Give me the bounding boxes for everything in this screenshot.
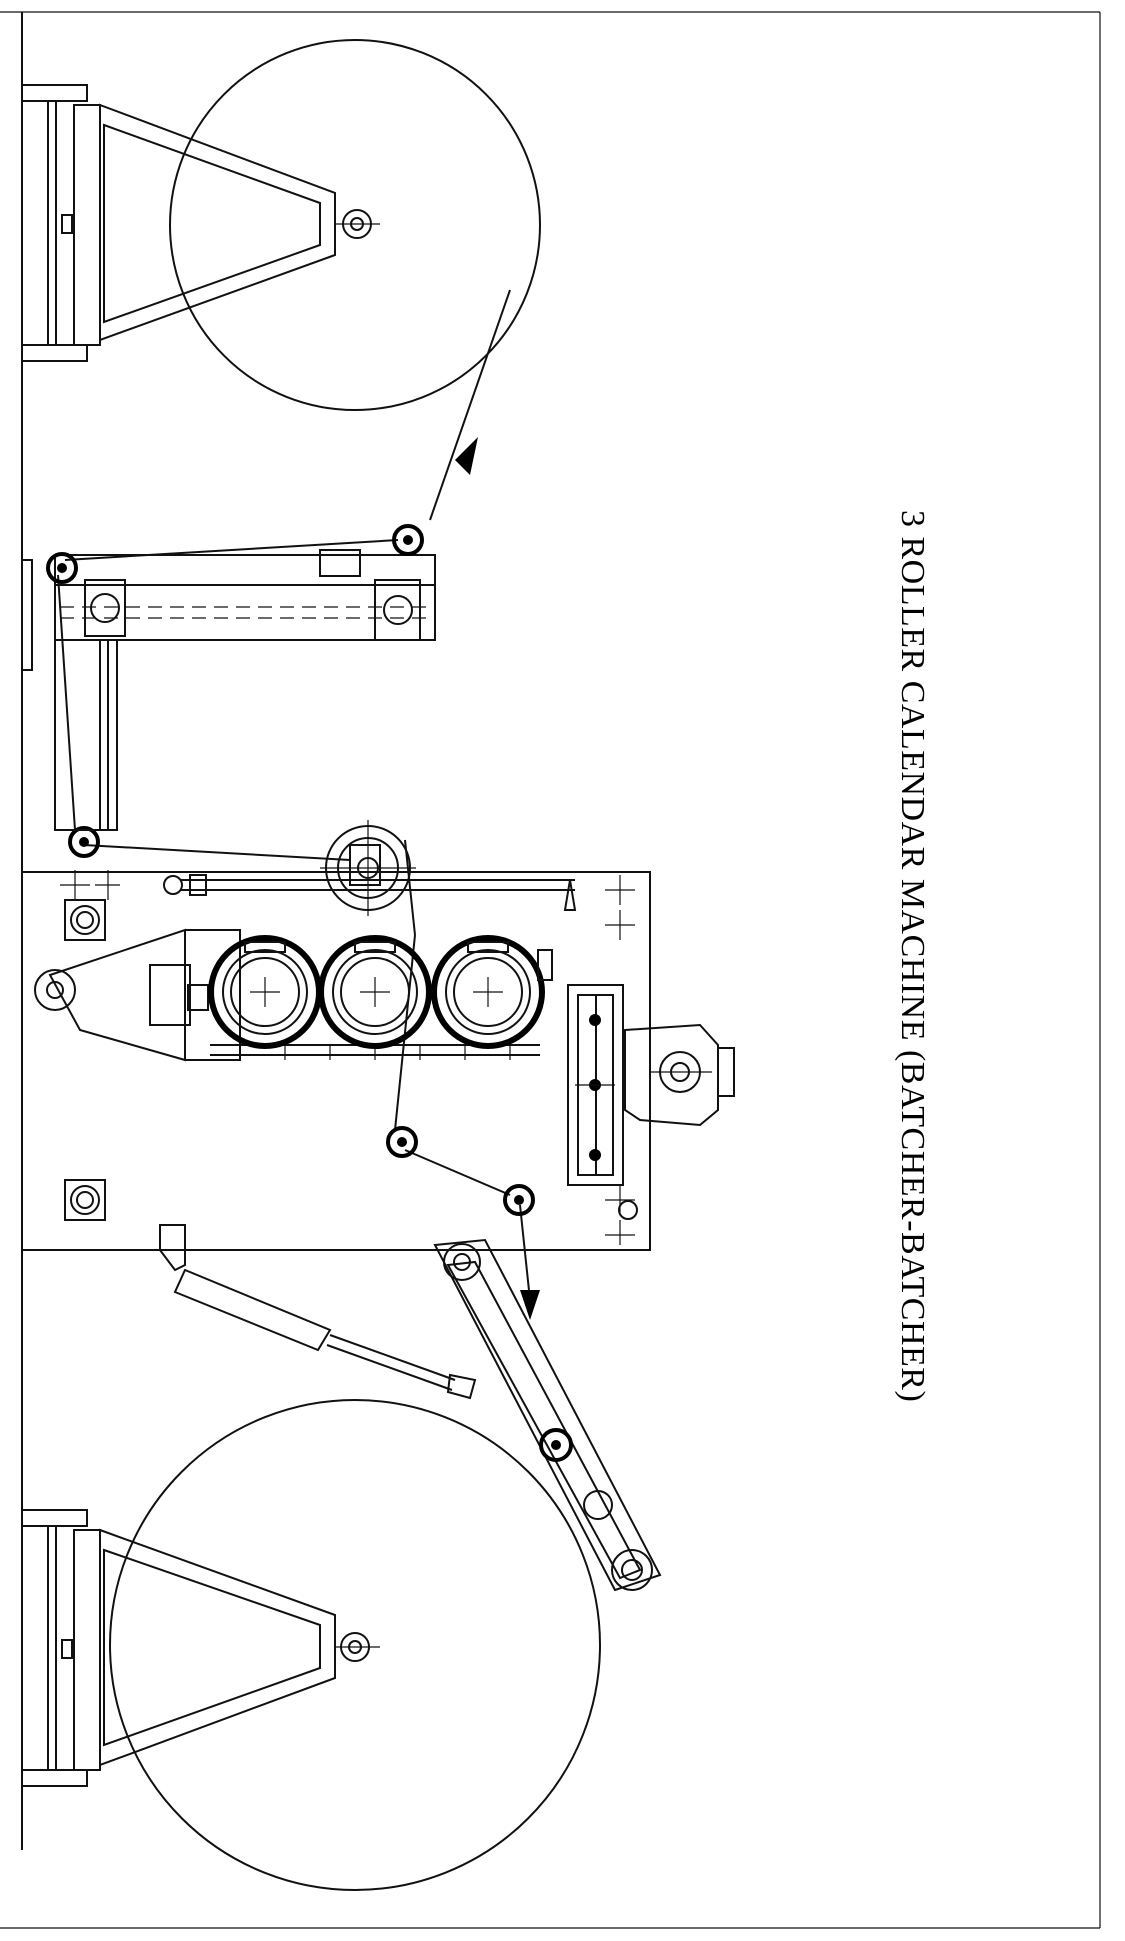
- hydraulic-cylinder: [159, 1224, 477, 1400]
- fabric-path: [57, 289, 540, 1320]
- top-batcher-unwind: [21, 39, 541, 411]
- bottom-batcher-frame: [21, 1509, 380, 1787]
- guide-roller-2-icon: [392, 524, 425, 556]
- guide-roller-3-icon: [68, 826, 101, 858]
- calendar-main-frame: [22, 870, 651, 1251]
- guide-roller-1-icon: [46, 552, 79, 584]
- bottom-batcher-takeup: [21, 1399, 601, 1891]
- bearing-block-right: [618, 1200, 638, 1220]
- frame-crosshairs: [60, 870, 635, 1245]
- calendar-roller-3: [431, 935, 545, 1049]
- guide-roller-frame: [21, 524, 436, 858]
- idler-roller-2-icon: [503, 1184, 536, 1216]
- right-tension-column: [537, 879, 624, 1186]
- sheet-border: [0, 11, 1101, 1929]
- top-batcher-frame: [21, 84, 380, 362]
- drive-gear-assembly: [320, 820, 416, 916]
- top-fabric-roll: [169, 39, 541, 411]
- calendar-roller-2: [318, 935, 432, 1049]
- swing-arm: [433, 1238, 662, 1592]
- takeup-direction-arrow-icon: [520, 1290, 540, 1320]
- bottom-fabric-roll: [109, 1399, 601, 1891]
- feed-direction-arrow-icon: [455, 437, 478, 475]
- bearing-block-left-bottom: [64, 1179, 106, 1221]
- idler-roller-1-icon: [386, 1126, 419, 1158]
- calendar-roller-1: [208, 935, 322, 1049]
- bearing-block-left-top: [64, 899, 106, 941]
- drawing-title: 3 ROLLER CALENDAR MACHINE (BATCHER-BATCH…: [894, 510, 931, 1402]
- swing-arm-roller-icon: [539, 1428, 574, 1462]
- drive-motor-gearbox: [624, 1023, 735, 1127]
